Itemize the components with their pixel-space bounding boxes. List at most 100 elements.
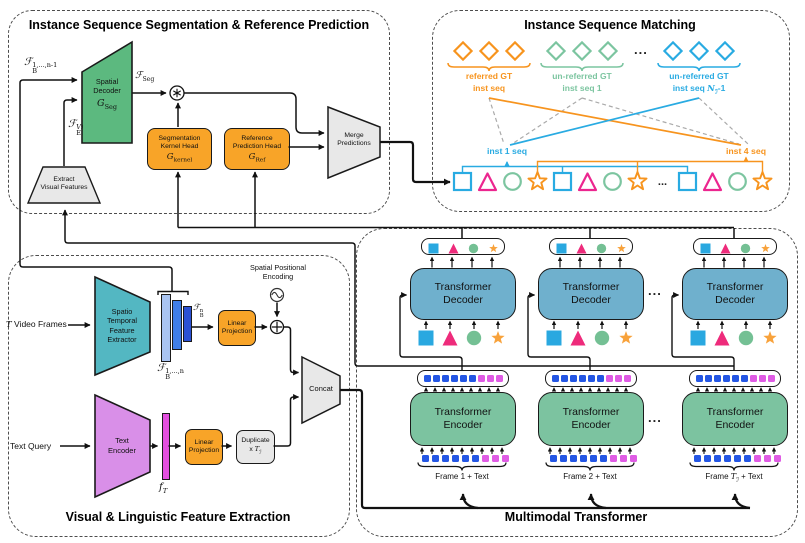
visual-token bbox=[578, 375, 586, 382]
input-tokens-1 bbox=[422, 455, 509, 462]
visual-token bbox=[550, 455, 557, 462]
visual-token bbox=[596, 375, 604, 382]
star-shape bbox=[762, 330, 778, 346]
text-token bbox=[614, 375, 622, 382]
text-token bbox=[774, 455, 781, 462]
input-tokens-3 bbox=[694, 455, 781, 462]
text-token bbox=[610, 455, 617, 462]
inst-1-seq-label: inst 1 seq bbox=[486, 146, 528, 156]
visual-token bbox=[734, 455, 741, 462]
merge-predictions-label: Merge Predictions bbox=[337, 132, 371, 148]
triangle-shape bbox=[720, 241, 731, 254]
circle-shape bbox=[594, 330, 610, 346]
query-shapes-3 bbox=[690, 330, 778, 346]
visual-token bbox=[740, 375, 748, 382]
visual-token bbox=[422, 455, 429, 462]
star-shape bbox=[488, 241, 499, 253]
circle-outline-shape bbox=[727, 171, 748, 192]
star-shape bbox=[618, 330, 634, 346]
referred-gt-label: referred GT inst seq bbox=[465, 71, 513, 93]
triangle-outline-shape bbox=[477, 171, 498, 192]
circle-shape bbox=[740, 241, 751, 254]
frame-label-2: Frame 2 + Text bbox=[563, 472, 617, 481]
text-query-label: Text Query bbox=[10, 441, 52, 451]
circle-outline-shape bbox=[502, 171, 523, 192]
input-tokens-2 bbox=[550, 455, 637, 462]
diamond-shape bbox=[504, 40, 526, 62]
prediction-sequence-row: ... bbox=[452, 171, 773, 192]
visual-token bbox=[452, 455, 459, 462]
unreferred-gt-diamonds-n bbox=[662, 40, 736, 62]
visual-token bbox=[450, 375, 458, 382]
visual-token bbox=[694, 455, 701, 462]
diamond-shape bbox=[571, 40, 593, 62]
unreferred-gt-label-1: un-referred GT inst seq 1 bbox=[552, 71, 612, 93]
diamond-shape bbox=[714, 40, 736, 62]
duplicate-box: Duplicate x Tℐ bbox=[236, 430, 275, 464]
star-outline-shape bbox=[627, 171, 648, 192]
visual-token bbox=[714, 455, 721, 462]
linear-projection-text: Linear Projection bbox=[185, 429, 223, 465]
star-outline-shape bbox=[527, 171, 548, 192]
extractor-label: Spatio Temporal Feature Extractor bbox=[106, 307, 137, 344]
circle-shape bbox=[466, 330, 482, 346]
segmentation-kernel-head: Segmentation Kernel Head Gkernel bbox=[147, 128, 212, 170]
triangle-shape bbox=[570, 330, 586, 346]
feature-bar-2 bbox=[172, 300, 182, 350]
visual-token bbox=[423, 375, 431, 382]
visual-token bbox=[590, 455, 597, 462]
triangle-shape bbox=[576, 241, 587, 254]
decoder-output-pill-1 bbox=[421, 238, 505, 255]
text-token bbox=[749, 375, 757, 382]
visual-token bbox=[704, 455, 711, 462]
feature-bar-3 bbox=[183, 306, 192, 342]
circle-shape bbox=[738, 330, 754, 346]
visual-token bbox=[432, 455, 439, 462]
text-token bbox=[605, 375, 613, 382]
text-encoder-label: Text Encoder bbox=[108, 436, 136, 455]
text-token bbox=[486, 375, 494, 382]
vl-title: Visual & Linguistic Feature Extraction bbox=[65, 510, 291, 524]
text-token bbox=[764, 455, 771, 462]
spatial-decoder-label: Spatial Decoder GSeg bbox=[93, 77, 121, 111]
visual-token bbox=[569, 375, 577, 382]
label-fseg: ℱSeg bbox=[135, 70, 155, 83]
encoder-output-pill-2 bbox=[545, 370, 637, 387]
square-shape bbox=[418, 330, 434, 346]
diamond-shape bbox=[452, 40, 474, 62]
text-token bbox=[502, 455, 509, 462]
diamond-shape bbox=[688, 40, 710, 62]
circle-shape bbox=[468, 241, 479, 254]
text-token bbox=[630, 455, 637, 462]
visual-token bbox=[560, 375, 568, 382]
square-shape bbox=[546, 330, 562, 346]
text-token bbox=[623, 375, 631, 382]
seg-title: Instance Sequence Segmentation & Referen… bbox=[28, 18, 370, 32]
visual-token bbox=[462, 455, 469, 462]
circle-outline-shape bbox=[602, 171, 623, 192]
diamond-shape bbox=[478, 40, 500, 62]
visual-token bbox=[432, 375, 440, 382]
encoder-ellipsis: ... bbox=[648, 410, 662, 425]
inst-4-seq-label: inst 4 seq bbox=[725, 146, 767, 156]
visual-token bbox=[744, 455, 751, 462]
label-ft: fT bbox=[159, 482, 168, 495]
visual-token bbox=[560, 455, 567, 462]
unreferred-gt-diamonds-1 bbox=[545, 40, 619, 62]
star-shape bbox=[616, 241, 627, 253]
square-outline-shape bbox=[552, 171, 573, 192]
video-frames-label: T Video Frames bbox=[6, 319, 67, 330]
visual-token bbox=[722, 375, 730, 382]
reference-prediction-head: Reference Prediction Head GRef bbox=[224, 128, 290, 170]
referred-gt-diamonds bbox=[452, 40, 526, 62]
square-shape bbox=[428, 241, 439, 254]
square-shape bbox=[690, 330, 706, 346]
linear-projection-video: Linear Projection bbox=[218, 310, 256, 346]
star-shape bbox=[760, 241, 771, 253]
visual-token bbox=[570, 455, 577, 462]
